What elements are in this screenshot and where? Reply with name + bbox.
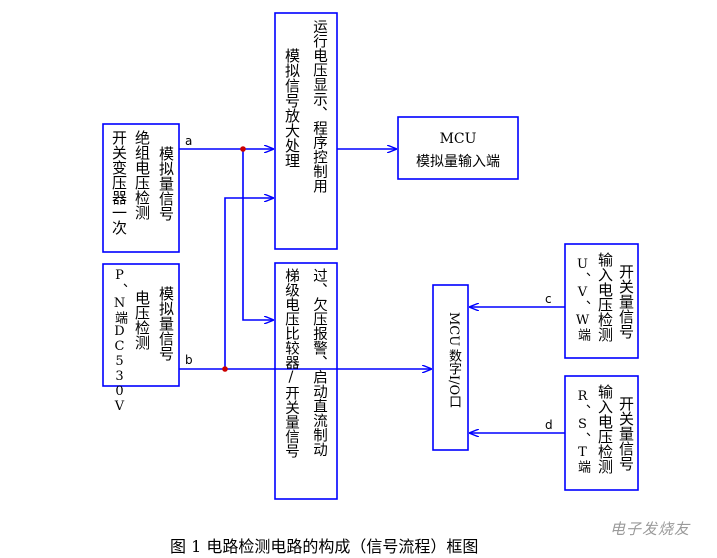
sw-transformer-col1: 开关变压器一次 — [110, 130, 128, 235]
pn-voltage-col2: 电压检测 — [133, 290, 151, 350]
mcu-analog-box — [397, 116, 519, 180]
label-c: c — [545, 292, 552, 306]
sw-transformer-col2: 绝组电压检测 — [133, 130, 151, 220]
uvw-box — [564, 243, 639, 359]
label-b: b — [185, 353, 193, 367]
mcu-digital-col1: MCU — [446, 312, 461, 347]
comparator-col1: 梯级电压比较器/开关量信号 — [283, 268, 299, 458]
pn-voltage-col1: P、N端DC530V — [112, 268, 127, 414]
rst-col3: 开关量信号 — [617, 396, 635, 471]
uvw-col2: 输入电压检测 — [596, 252, 614, 342]
mcu-analog-subtitle: 模拟量输入端 — [416, 154, 500, 170]
line-b-to-amp — [224, 198, 273, 369]
rst-col1: R、S、T端 — [575, 389, 590, 473]
sw-transformer-box — [102, 123, 180, 253]
figure-caption: 图 1 电路检测电路的构成（信号流程）框图 — [170, 537, 479, 556]
amp-box — [274, 12, 338, 250]
label-d: d — [545, 418, 553, 432]
junction-a — [240, 146, 246, 152]
label-a: a — [185, 134, 192, 148]
junction-b — [222, 366, 228, 372]
line-a-to-comparator — [242, 149, 273, 320]
watermark-logo: 电子发烧友 — [610, 520, 691, 538]
uvw-col1: U、V、W端 — [575, 257, 590, 341]
mcu-digital-box — [432, 284, 469, 451]
amp-col2: 运行电压显示、程序控制用 — [311, 19, 327, 193]
comparator-box — [274, 262, 338, 500]
uvw-col3: 开关量信号 — [617, 264, 635, 339]
mcu-analog-title: MCU — [440, 131, 477, 147]
mcu-digital-col2: 数字I/O口 — [446, 349, 461, 409]
pn-voltage-box — [102, 263, 180, 387]
rst-col2: 输入电压检测 — [596, 384, 614, 474]
analog-signal-a: 模拟量信号 — [157, 146, 175, 221]
analog-signal-b: 模拟量信号 — [157, 286, 175, 361]
amp-col1: 模拟信号放大处理 — [283, 48, 301, 168]
comparator-col2: 过、欠压报警、启动直流制动 — [311, 268, 327, 457]
